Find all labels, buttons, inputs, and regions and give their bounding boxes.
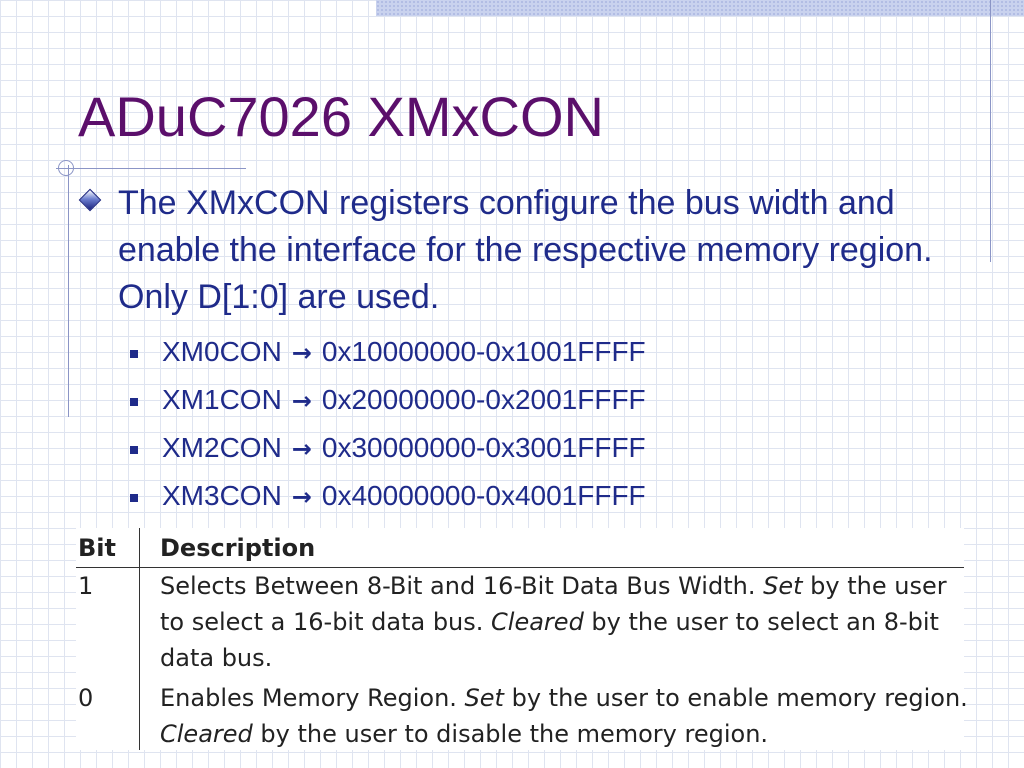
description-text: by the user to select an 8-bit data bus.	[160, 608, 939, 672]
slide-title: ADuC7026 XMxCON	[78, 85, 604, 148]
table-cell-description: Selects Between 8-Bit and 16-Bit Data Bu…	[160, 568, 968, 676]
description-text: Enables Memory Region.	[160, 684, 465, 712]
address-range: 0x20000000-0x2001FFFF	[321, 384, 646, 415]
description-text: by the user to select a 16-bit data bus.	[160, 572, 947, 636]
decorative-title-underline	[56, 168, 246, 169]
description-text: Selects Between 8-Bit and 16-Bit Data Bu…	[160, 572, 764, 600]
header-bit: Bit	[78, 534, 116, 562]
address-range: 0x40000000-0x4001FFFF	[321, 480, 646, 511]
table-cell-bit: 0	[78, 684, 94, 712]
register-name: XM3CON	[162, 480, 282, 511]
bit-description-table: Bit Description 1 Selects Between 8-Bit …	[76, 528, 968, 750]
square-bullet-icon	[130, 398, 138, 406]
description-emphasis: Set	[763, 572, 803, 600]
diamond-bullet-icon	[78, 188, 102, 212]
register-name: XM0CON	[162, 336, 282, 367]
table-cell-description: Enables Memory Region. Set by the user t…	[160, 680, 968, 752]
register-name: XM1CON	[162, 384, 282, 415]
square-bullet-icon	[130, 446, 138, 454]
square-bullet-icon	[130, 494, 138, 502]
description-text: by the user to disable the memory region…	[252, 720, 769, 748]
decorative-vertical-line-left	[68, 165, 69, 417]
description-emphasis: Cleared	[160, 720, 253, 748]
table-cell-bit: 1	[78, 572, 94, 600]
description-emphasis: Set	[464, 684, 504, 712]
decorative-top-band	[376, 0, 1024, 16]
right-arrow-icon: →	[291, 387, 312, 415]
address-range: 0x10000000-0x1001FFFF	[321, 336, 646, 367]
main-bullet-text: The XMxCON registers configure the bus w…	[118, 184, 933, 316]
crosshair-circle-icon	[58, 160, 74, 176]
register-name: XM2CON	[162, 432, 282, 463]
decorative-vertical-line-right	[990, 0, 991, 262]
right-arrow-icon: →	[291, 435, 312, 463]
table-column-divider	[139, 528, 140, 750]
header-description: Description	[160, 534, 316, 562]
table-header-divider	[76, 567, 964, 568]
right-arrow-icon: →	[291, 339, 312, 367]
right-arrow-icon: →	[291, 483, 312, 511]
description-emphasis: Cleared	[491, 608, 584, 636]
description-text: by the user to enable memory region.	[503, 684, 968, 712]
square-bullet-icon	[130, 350, 138, 358]
address-range: 0x30000000-0x3001FFFF	[321, 432, 646, 463]
